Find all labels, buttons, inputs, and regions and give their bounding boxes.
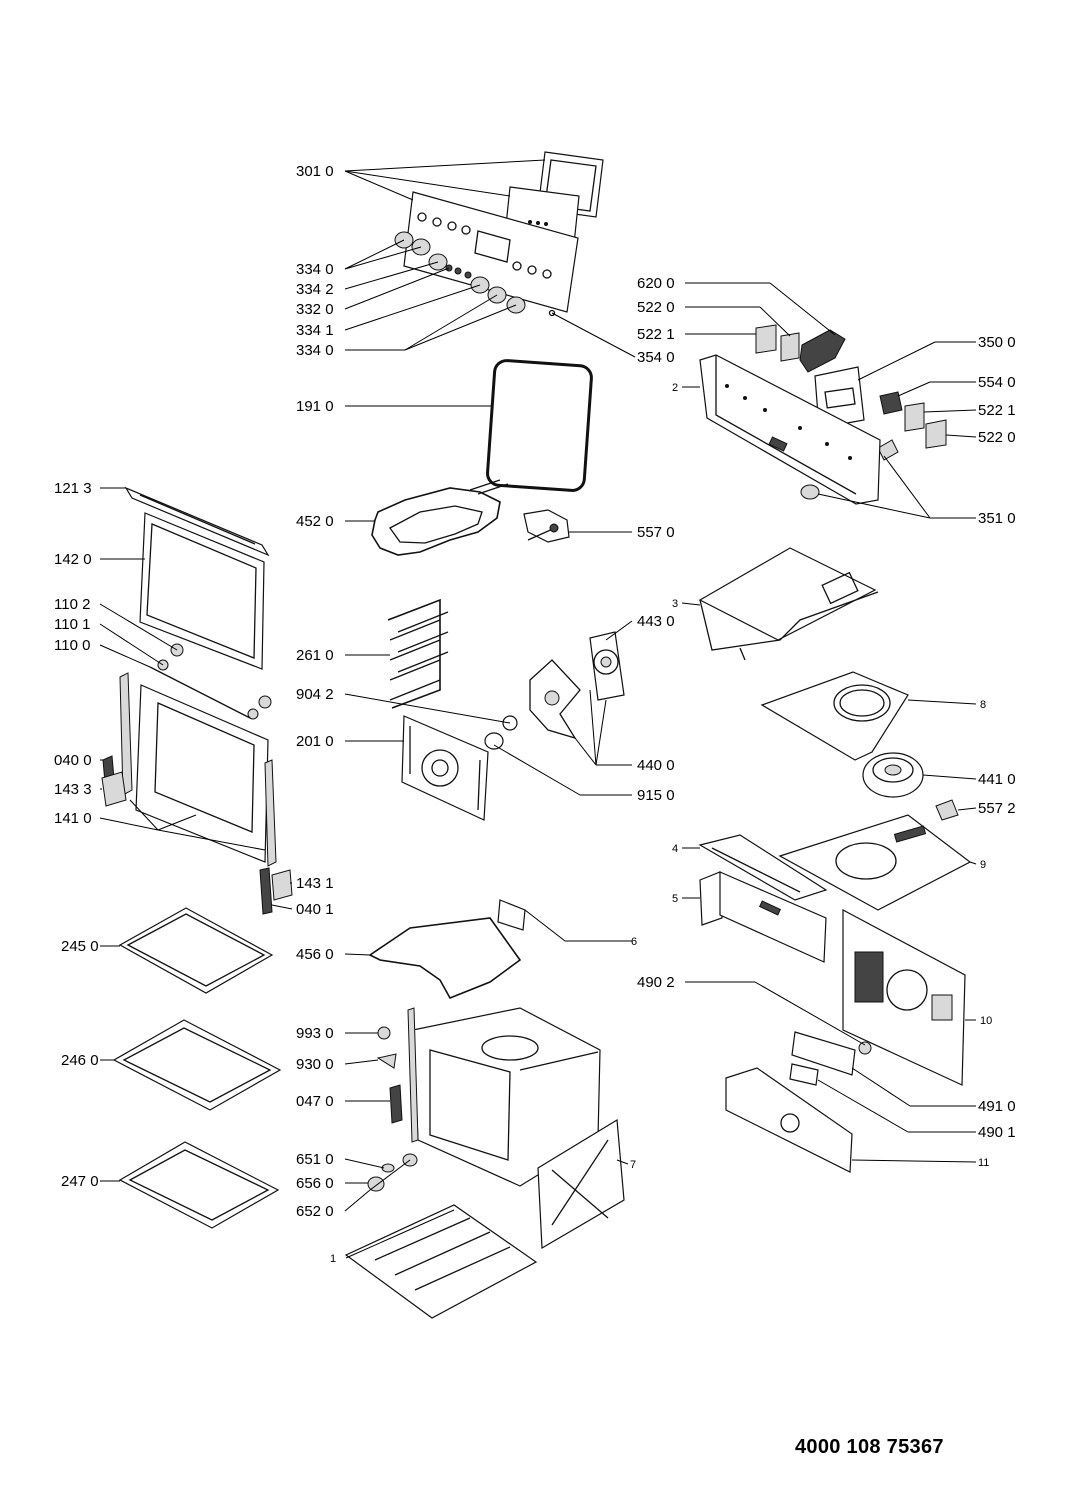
callout-label: 656 0 bbox=[296, 1175, 334, 1192]
callout-label: 247 0 bbox=[61, 1173, 99, 1190]
fan-motor-part bbox=[484, 631, 625, 750]
callout-label: 334 1 bbox=[296, 322, 334, 339]
callout-label: 332 0 bbox=[296, 301, 334, 318]
side-rack-part bbox=[387, 598, 449, 709]
callout-label: 10 bbox=[980, 1015, 992, 1027]
callout-label: 490 1 bbox=[978, 1124, 1016, 1141]
callout-label: 334 0 bbox=[296, 342, 334, 359]
callout-label: 456 0 bbox=[296, 946, 334, 963]
wire-shelf-part bbox=[118, 907, 274, 994]
callout-label: 245 0 bbox=[61, 938, 99, 955]
callout-label: 143 3 bbox=[54, 781, 92, 798]
callout-label: 6 bbox=[631, 936, 637, 948]
top-cover-part bbox=[698, 547, 879, 661]
callout-label: 452 0 bbox=[296, 513, 334, 530]
back-panel-part bbox=[842, 909, 966, 1086]
door-gasket-part bbox=[486, 359, 593, 492]
document-number: 4000 108 75367 bbox=[795, 1436, 944, 1458]
callout-label: 2 bbox=[672, 382, 678, 394]
callout-label: 191 0 bbox=[296, 398, 334, 415]
knobs-part bbox=[394, 231, 526, 314]
lamp-and-fittings-part bbox=[367, 1026, 418, 1192]
callout-label: 557 0 bbox=[637, 524, 675, 541]
callout-label: 554 0 bbox=[978, 374, 1016, 391]
cooling-fan-part bbox=[862, 752, 924, 798]
callout-label: 040 0 bbox=[54, 752, 92, 769]
fan-housing-part bbox=[760, 671, 909, 761]
callout-label: 8 bbox=[980, 699, 986, 711]
oven-cavity-part bbox=[407, 1007, 601, 1187]
thermal-cutout-part bbox=[935, 799, 959, 821]
leader-lines bbox=[99, 159, 977, 1259]
callout-label: 915 0 bbox=[637, 787, 675, 804]
callout-label: 261 0 bbox=[296, 647, 334, 664]
callout-label: 490 2 bbox=[637, 974, 675, 991]
callout-label: 441 0 bbox=[978, 771, 1016, 788]
callout-label: 491 0 bbox=[978, 1098, 1016, 1115]
callout-label: 620 0 bbox=[637, 275, 675, 292]
callout-label: 301 0 bbox=[296, 163, 334, 180]
callout-label: 652 0 bbox=[296, 1203, 334, 1220]
callout-label: 522 0 bbox=[637, 299, 675, 316]
callout-label: 334 0 bbox=[296, 261, 334, 278]
callout-label: 201 0 bbox=[296, 733, 334, 750]
base-panel-part bbox=[344, 1204, 538, 1319]
callout-label: 5 bbox=[672, 893, 678, 905]
mains-bracket-part bbox=[725, 1067, 853, 1173]
callout-label: 040 1 bbox=[296, 901, 334, 918]
air-duct-part bbox=[698, 834, 828, 963]
callout-label: 993 0 bbox=[296, 1025, 334, 1042]
callout-label: 354 0 bbox=[637, 349, 675, 366]
callout-label: 142 0 bbox=[54, 551, 92, 568]
control-bracket-part bbox=[699, 354, 881, 505]
callout-label: 047 0 bbox=[296, 1093, 334, 1110]
callout-label: 904 2 bbox=[296, 686, 334, 703]
lower-heating-element-part bbox=[368, 899, 526, 1000]
drip-tray-part bbox=[118, 1141, 280, 1229]
callout-label: 110 2 bbox=[54, 596, 90, 613]
callout-label: 334 2 bbox=[296, 281, 334, 298]
callout-label: 143 1 bbox=[296, 875, 334, 892]
callout-label: 440 0 bbox=[637, 757, 675, 774]
callout-label: 110 1 bbox=[54, 616, 90, 633]
outer-door-glass-part bbox=[139, 512, 265, 670]
baking-tray-part bbox=[112, 1019, 282, 1111]
callout-label: 557 2 bbox=[978, 800, 1016, 817]
callout-labels: 301 0 334 0 334 2 332 0 334 1 334 0 354 … bbox=[54, 163, 1016, 1265]
callout-label: 522 1 bbox=[978, 402, 1016, 419]
callout-label: 930 0 bbox=[296, 1056, 334, 1073]
side-panel-part bbox=[537, 1118, 625, 1250]
door-trim-part bbox=[124, 486, 270, 557]
callout-label: 9 bbox=[980, 859, 986, 871]
callout-label: 121 3 bbox=[54, 480, 92, 497]
callout-label: 1 bbox=[330, 1253, 336, 1265]
callout-label: 110 0 bbox=[54, 637, 90, 654]
callout-label: 3 bbox=[672, 598, 678, 610]
inner-door-part bbox=[101, 672, 293, 915]
callout-label: 11 bbox=[978, 1157, 989, 1169]
callout-label: 443 0 bbox=[637, 613, 675, 630]
callout-label: 246 0 bbox=[61, 1052, 99, 1069]
callout-label: 4 bbox=[672, 843, 678, 855]
thermostat-part bbox=[523, 509, 570, 543]
callout-label: 522 0 bbox=[978, 429, 1016, 446]
callout-label: 7 bbox=[630, 1159, 636, 1171]
callout-label: 651 0 bbox=[296, 1151, 334, 1168]
top-plate-part bbox=[778, 814, 972, 911]
fan-cover-part bbox=[401, 715, 489, 821]
callout-label: 351 0 bbox=[978, 510, 1016, 527]
terminal-block-part bbox=[789, 1031, 872, 1086]
callout-label: 350 0 bbox=[978, 334, 1016, 351]
top-heating-element-part bbox=[371, 479, 509, 556]
callout-label: 522 1 bbox=[637, 326, 675, 343]
callout-label: 141 0 bbox=[54, 810, 92, 827]
